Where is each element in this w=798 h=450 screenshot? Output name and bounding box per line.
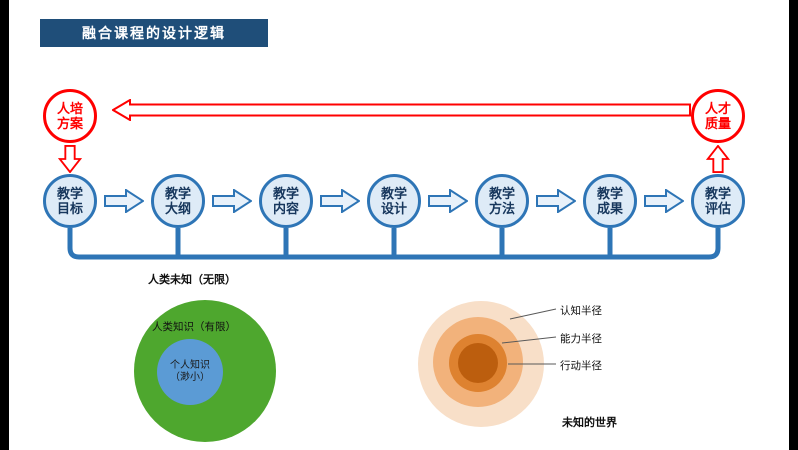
step-label: 教学 — [272, 185, 299, 201]
page-title: 融合课程的设计逻辑 — [40, 19, 268, 47]
talent-plan-node: 人培 方案 — [43, 89, 97, 143]
right-edge-bar — [789, 0, 798, 450]
unknown-world-label: 未知的世界 — [562, 417, 617, 429]
radius-leader-lines — [501, 308, 557, 365]
talent-quality-line1: 人才 — [704, 100, 731, 116]
human-knowledge-label: 人类知识（有限） — [152, 321, 236, 333]
personal-knowledge-line1: 个人知识 — [170, 359, 210, 371]
talent-plan-line1: 人培 — [56, 100, 83, 116]
flow-step-content: 教学 内容 — [259, 174, 313, 228]
step-label: 教学 — [596, 185, 623, 201]
step-label: 教学 — [56, 185, 83, 201]
flow-step-goal: 教学 目标 — [43, 174, 97, 228]
flow-step-syllabus: 教学 大纲 — [151, 174, 205, 228]
step-arrow-icon — [212, 189, 252, 213]
step-arrow-icon — [104, 189, 144, 213]
step-label: 教学 — [704, 185, 731, 201]
step-arrow-icon — [320, 189, 360, 213]
action-radius-core — [458, 343, 498, 383]
step-arrow-icon — [536, 189, 576, 213]
red-down-arrow-icon — [58, 145, 82, 173]
step-label: 设计 — [380, 201, 407, 216]
step-arrow-icon — [644, 189, 684, 213]
talent-quality-node: 人才 质量 — [691, 89, 745, 143]
talent-quality-line2: 质量 — [704, 116, 731, 131]
ability-radius-label: 能力半径 — [560, 333, 602, 345]
flow-step-evaluation: 教学 评估 — [691, 174, 745, 228]
talent-plan-line2: 方案 — [56, 116, 83, 131]
cognition-radius-label: 认知半径 — [560, 305, 602, 317]
step-label: 教学 — [488, 185, 515, 201]
red-feedback-arrow-icon — [112, 99, 691, 121]
step-label: 教学 — [380, 185, 407, 201]
step-label: 内容 — [272, 201, 299, 216]
step-label: 成果 — [596, 201, 623, 216]
personal-knowledge-circle: 个人知识 （渺小） — [157, 339, 223, 405]
unknown-knowledge-label: 人类未知（无限） — [148, 274, 236, 286]
red-up-arrow-icon — [706, 145, 730, 173]
flow-step-outcome: 教学 成果 — [583, 174, 637, 228]
step-label: 评估 — [704, 201, 731, 216]
step-arrow-icon — [428, 189, 468, 213]
step-label: 教学 — [164, 185, 191, 201]
feedback-return-lines — [67, 228, 721, 260]
step-label: 大纲 — [164, 201, 191, 216]
flow-step-method: 教学 方法 — [475, 174, 529, 228]
left-edge-bar — [0, 0, 9, 450]
flow-step-design: 教学 设计 — [367, 174, 421, 228]
action-radius-label: 行动半径 — [560, 360, 602, 372]
step-label: 目标 — [56, 201, 83, 216]
step-label: 方法 — [488, 201, 515, 216]
personal-knowledge-line2: （渺小） — [170, 372, 210, 383]
